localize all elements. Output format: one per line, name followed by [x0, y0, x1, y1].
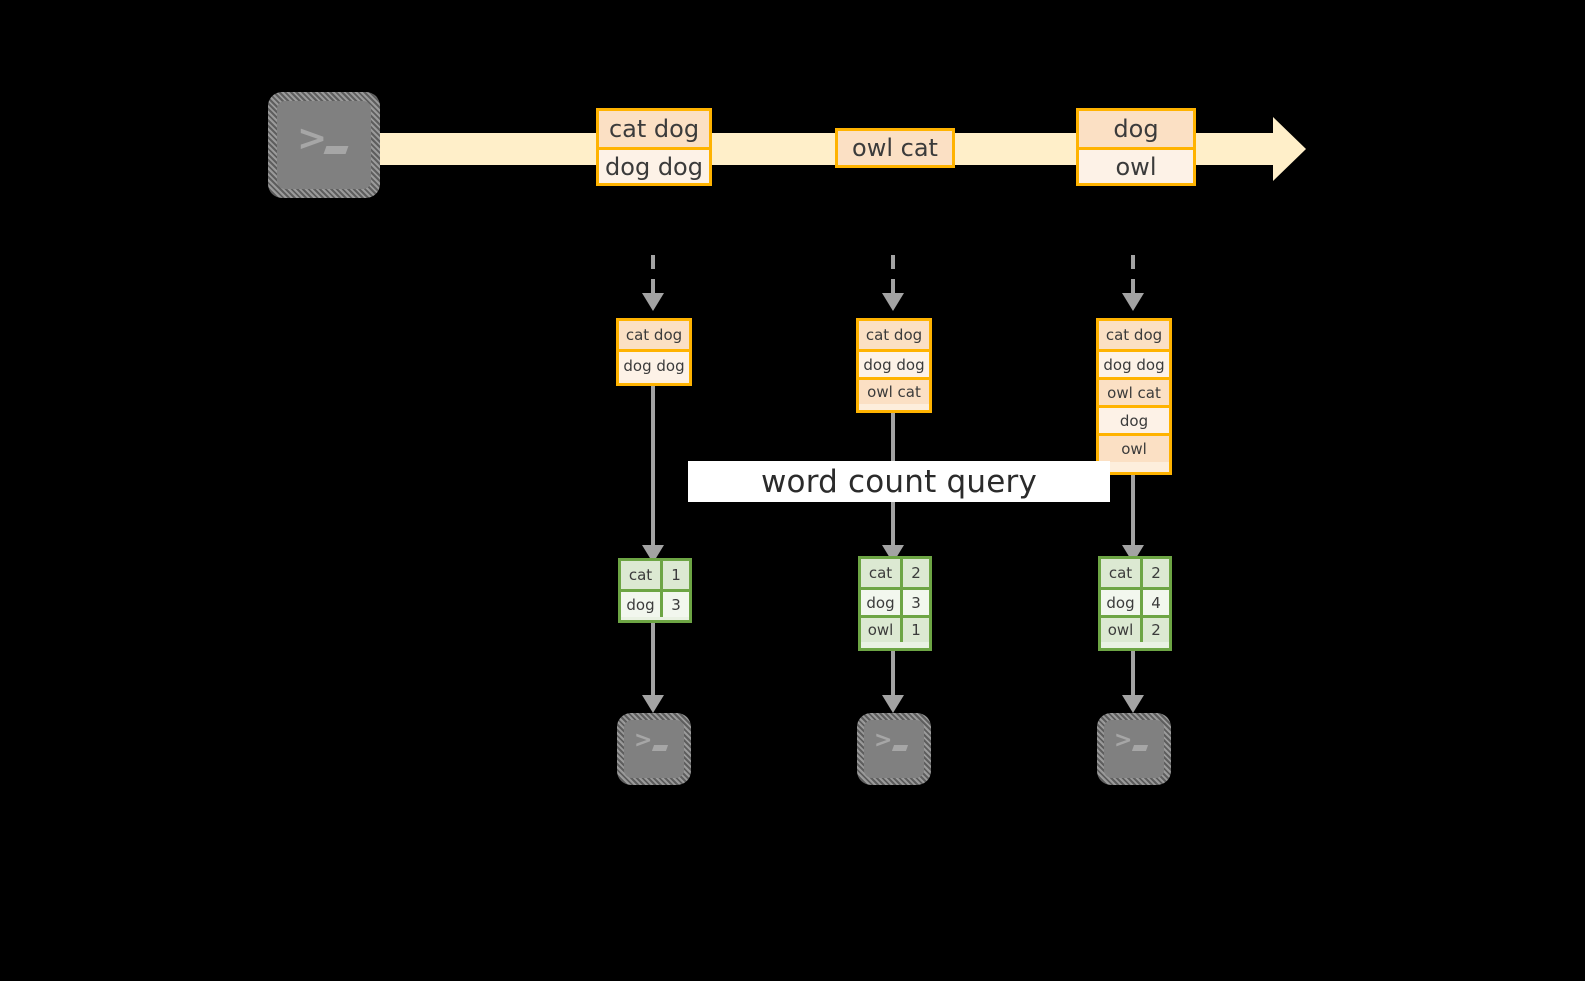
- snapshot-t1[interactable]: cat dog dog dog: [616, 318, 692, 386]
- snapshot-line: dog dog: [859, 349, 929, 377]
- result-row: owl 2: [1101, 615, 1169, 642]
- snapshot-line: cat dog: [619, 321, 689, 349]
- dashed-connector-1-head: [642, 293, 664, 311]
- dashed-connector-2-head: [882, 293, 904, 311]
- result-word: dog: [621, 592, 663, 617]
- snapshot-t2[interactable]: cat dog dog dog owl cat: [856, 318, 932, 413]
- result-word: owl: [1101, 618, 1143, 642]
- source-terminal-prompt-icon: >: [297, 118, 328, 159]
- dashed-connector-1: [651, 255, 655, 295]
- snapshot-line: cat dog: [1099, 321, 1169, 349]
- snapshot-line: cat dog: [859, 321, 929, 349]
- result-row: cat 2: [861, 559, 929, 587]
- result-word: owl: [861, 618, 903, 642]
- result-word: dog: [861, 590, 903, 615]
- result-t1[interactable]: cat 1 dog 3: [618, 558, 692, 623]
- dashed-connector-2: [891, 255, 895, 295]
- source-terminal-cursor-icon: [323, 146, 349, 154]
- sink-terminal-prompt-icon-2: >: [874, 728, 893, 753]
- result-row: owl 1: [861, 615, 929, 642]
- result-row: cat 2: [1101, 559, 1169, 587]
- stream-event-line: cat dog: [599, 111, 709, 147]
- sink-terminal-cursor-icon-3: [1131, 745, 1149, 751]
- result-row: dog 3: [621, 589, 689, 617]
- result-row: cat 1: [621, 561, 689, 589]
- stream-event-line: dog dog: [599, 147, 709, 183]
- stream-event-group-3[interactable]: dog owl: [1076, 108, 1196, 186]
- result-t2[interactable]: cat 2 dog 3 owl 1: [858, 556, 932, 651]
- snapshot-line: dog dog: [619, 349, 689, 380]
- snapshot-line: dog: [1099, 405, 1169, 433]
- result-count: 1: [663, 561, 689, 589]
- result-count: 4: [1143, 590, 1169, 615]
- snapshot-line: owl cat: [1099, 377, 1169, 405]
- output-arrow-3-head: [1122, 695, 1144, 713]
- result-t3[interactable]: cat 2 dog 4 owl 2: [1098, 556, 1172, 651]
- result-count: 1: [903, 618, 929, 642]
- output-arrow-3: [1131, 651, 1135, 698]
- output-arrow-2: [891, 651, 895, 698]
- query-arrow-3: [1131, 475, 1135, 548]
- source-terminal-body: [277, 101, 371, 189]
- output-arrow-1-head: [642, 695, 664, 713]
- result-word: cat: [621, 561, 663, 589]
- sink-terminal-cursor-icon-2: [891, 745, 909, 751]
- stream-arrowhead: [1273, 117, 1306, 181]
- result-count: 3: [903, 590, 929, 615]
- query-label: word count query: [760, 463, 1038, 500]
- result-count: 2: [1143, 559, 1169, 587]
- stream-event-line: owl: [1079, 147, 1193, 183]
- stream-event-line: owl cat: [838, 131, 952, 165]
- result-word: dog: [1101, 590, 1143, 615]
- dashed-connector-3: [1131, 255, 1135, 295]
- stream-event-line: dog: [1079, 111, 1193, 147]
- stream-event-group-2[interactable]: owl cat: [835, 128, 955, 168]
- result-row: dog 3: [861, 587, 929, 615]
- result-word: cat: [1101, 559, 1143, 587]
- result-count: 3: [663, 592, 689, 617]
- snapshot-line: dog dog: [1099, 349, 1169, 377]
- snapshot-line: owl cat: [859, 377, 929, 404]
- stream-event-group-1[interactable]: cat dog dog dog: [596, 108, 712, 186]
- result-count: 2: [903, 559, 929, 587]
- sink-terminal-prompt-icon-1: >: [634, 728, 653, 753]
- sink-terminal-cursor-icon-1: [651, 745, 669, 751]
- sink-terminal-prompt-icon-3: >: [1114, 728, 1133, 753]
- snapshot-t3[interactable]: cat dog dog dog owl cat dog owl: [1096, 318, 1172, 475]
- query-label-band: word count query: [688, 461, 1110, 502]
- result-word: cat: [861, 559, 903, 587]
- snapshot-line: owl: [1099, 433, 1169, 462]
- output-arrow-1: [651, 623, 655, 698]
- output-arrow-2-head: [882, 695, 904, 713]
- query-arrow-1: [651, 386, 655, 548]
- dashed-connector-3-head: [1122, 293, 1144, 311]
- result-count: 2: [1143, 618, 1169, 642]
- result-row: dog 4: [1101, 587, 1169, 615]
